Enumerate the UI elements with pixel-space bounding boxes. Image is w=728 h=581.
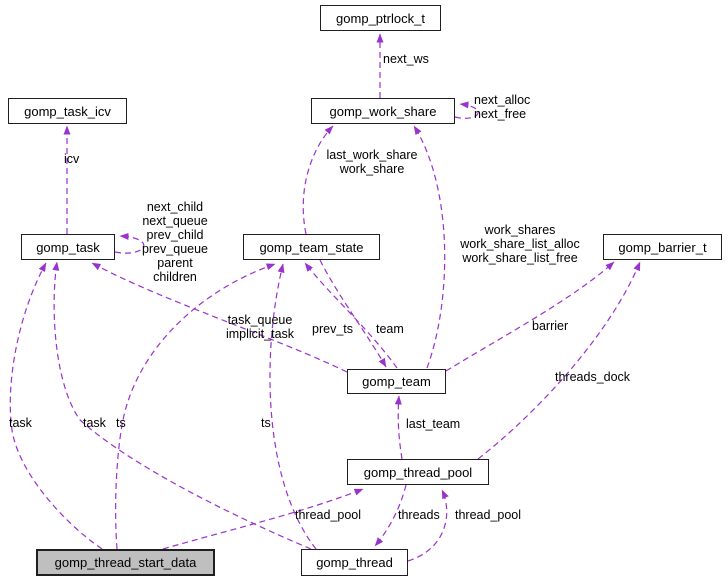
- edge-label-next-alloc-free: next_alloc next_free: [474, 93, 531, 121]
- edge-label-work-shares: work_shares work_share_list_alloc work_s…: [460, 223, 580, 265]
- edge-label-team: team: [376, 322, 404, 336]
- node-gomp-thread[interactable]: gomp_thread: [301, 549, 408, 576]
- edge-label-ts-left: ts: [116, 416, 126, 430]
- edge-label-threads: threads: [398, 508, 440, 522]
- edge-label-task-left: task: [9, 416, 32, 430]
- edge-threads-dock: [477, 261, 641, 460]
- edge-label-task-queue: task_queue implicit_task: [225, 313, 295, 341]
- edge-label-thread-pool-right: thread_pool: [455, 508, 522, 522]
- edge-last-work-share: [302, 125, 334, 235]
- edge-label-task-right: task: [83, 416, 106, 430]
- edge-implicit-task: [91, 262, 348, 373]
- edge-label-barrier: barrier: [532, 319, 569, 333]
- edge-threads: [374, 484, 407, 547]
- edge-label-last-team: last_team: [406, 417, 461, 431]
- edge-label-last-work-share: last_work_share work_share: [326, 148, 418, 176]
- edge-prev-ts: [304, 262, 398, 369]
- edge-task-from-thread: [52, 261, 312, 550]
- edge-task-self-loop: [114, 232, 145, 254]
- node-gomp-team-state[interactable]: gomp_team_state: [243, 234, 380, 260]
- node-gomp-task-icv[interactable]: gomp_task_icv: [8, 98, 127, 124]
- node-gomp-team[interactable]: gomp_team: [347, 369, 446, 394]
- edge-label-prev-ts: prev_ts: [312, 322, 353, 336]
- edge-ts-from-start-data: [115, 263, 276, 550]
- edge-barrier: [445, 261, 615, 372]
- edge-label-task-self: next_child next_queue prev_child prev_qu…: [141, 200, 209, 284]
- node-gomp-thread-start-data[interactable]: gomp_thread_start_data: [36, 549, 215, 576]
- node-gomp-ptrlock-t[interactable]: gomp_ptrlock_t: [320, 5, 441, 31]
- edge-thread-pool-from-start-data: [162, 488, 364, 550]
- edge-next-alloc-free-loop: [454, 101, 479, 119]
- node-gomp-barrier-t[interactable]: gomp_barrier_t: [603, 234, 722, 260]
- node-gomp-thread-pool[interactable]: gomp_thread_pool: [347, 459, 489, 485]
- edge-task-from-start-data: [9, 262, 103, 550]
- edge-label-thread-pool-left: thread_pool: [295, 508, 362, 522]
- edge-label-threads-dock: threads_dock: [555, 370, 631, 384]
- edge-last-team: [394, 395, 403, 460]
- edge-work-shares: [413, 125, 446, 369]
- node-gomp-task[interactable]: gomp_task: [21, 234, 115, 260]
- node-gomp-work-share[interactable]: gomp_work_share: [311, 98, 455, 124]
- edge-ts-from-thread: [269, 263, 317, 550]
- edge-thread-pool-from-thread: [407, 489, 449, 562]
- edge-label-ts-right: ts: [261, 416, 271, 430]
- edge-label-next-ws: next_ws: [383, 52, 429, 66]
- edge-team: [319, 259, 387, 368]
- edge-label-icv: icv: [64, 152, 80, 166]
